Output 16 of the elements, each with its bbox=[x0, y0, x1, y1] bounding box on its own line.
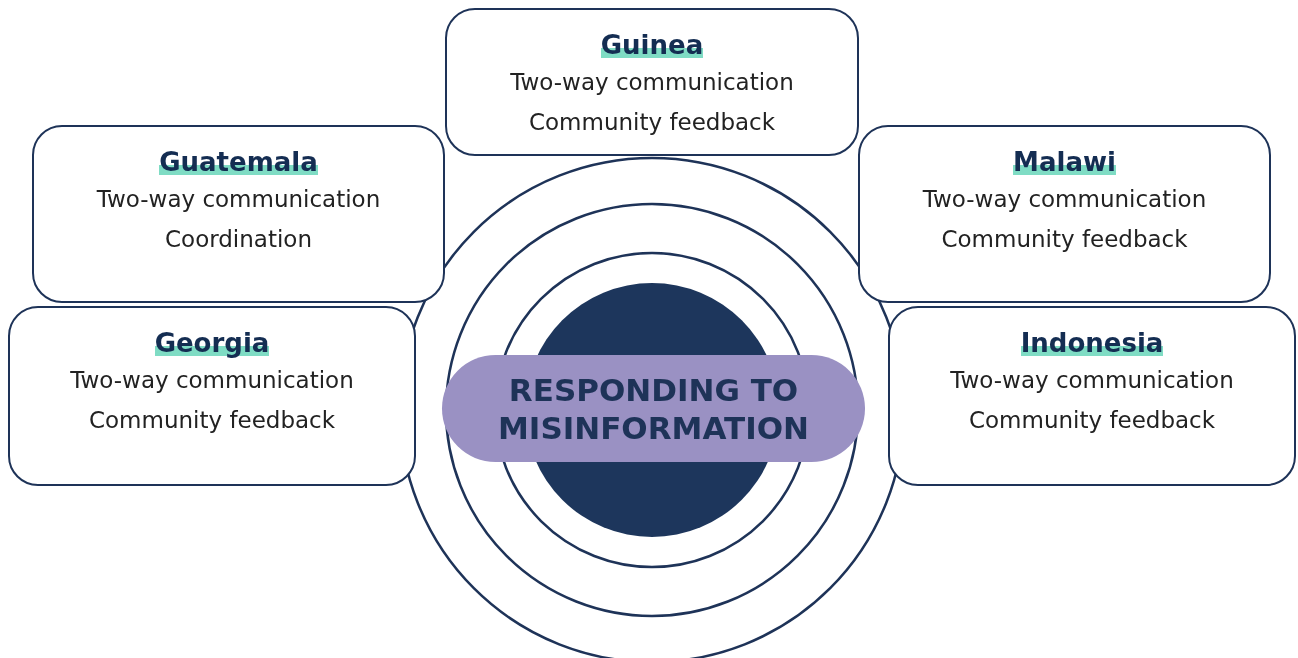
country-card bbox=[445, 8, 859, 156]
focus-area-text: Two-way communication bbox=[950, 366, 1234, 395]
focus-area-text: Community feedback bbox=[528, 108, 776, 137]
focus-area-text: Two-way communication bbox=[96, 185, 381, 214]
focus-area-text: Community feedback bbox=[941, 225, 1188, 254]
country-card bbox=[858, 125, 1271, 303]
country-card bbox=[32, 125, 445, 303]
country-card bbox=[888, 306, 1296, 486]
center-title-pill: RESPONDING TO MISINFORMATION bbox=[442, 355, 865, 462]
focus-area-text: Coordination bbox=[165, 225, 312, 254]
focus-area-text: Two-way communication bbox=[510, 68, 794, 97]
focus-area-text: Community feedback bbox=[88, 406, 336, 435]
focus-area-text: Two-way communication bbox=[922, 185, 1207, 214]
country-card bbox=[8, 306, 416, 486]
focus-area-text: Two-way communication bbox=[70, 366, 354, 395]
focus-area-text: Community feedback bbox=[968, 406, 1216, 435]
